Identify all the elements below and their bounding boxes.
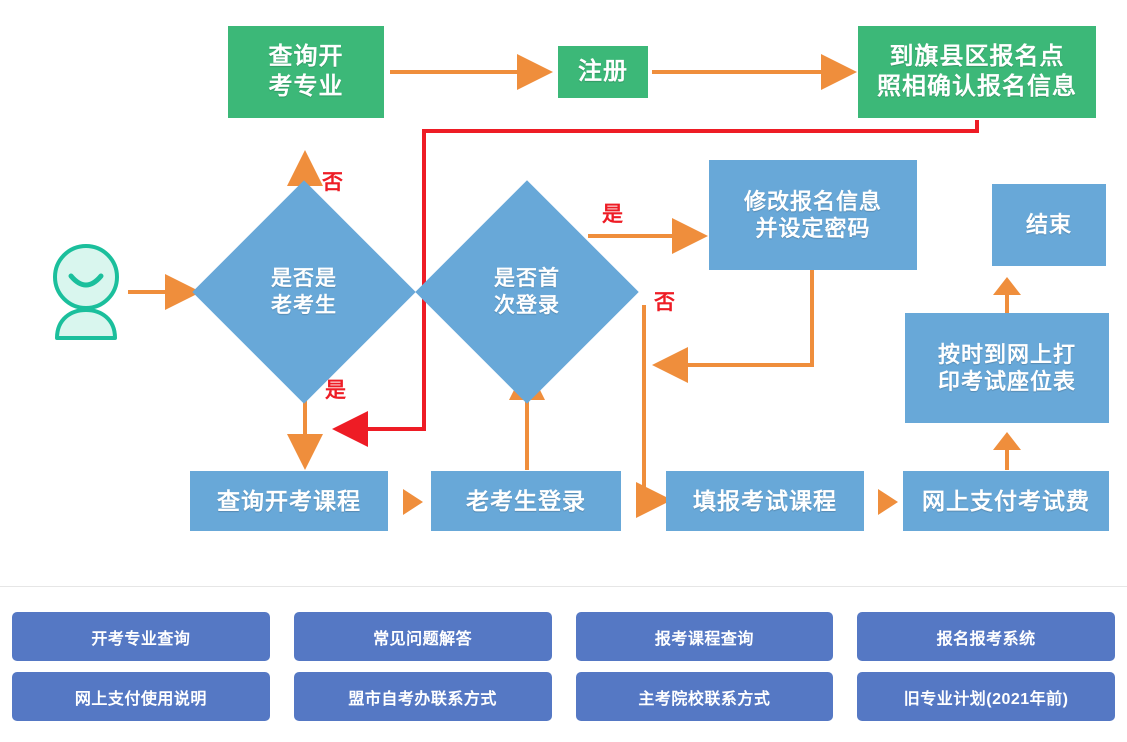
link-label: 主考院校联系方式: [638, 690, 771, 708]
section-divider: [0, 586, 1127, 587]
node-end[interactable]: 结束: [992, 184, 1106, 266]
node-register[interactable]: 注册: [558, 46, 648, 98]
node-fill-course[interactable]: 填报考试课程: [666, 471, 864, 531]
node-edit-info-label: 修改报名信息 并设定密码: [743, 188, 882, 242]
link-button-faq[interactable]: 常见问题解答: [293, 612, 552, 661]
link-label: 报考课程查询: [654, 630, 754, 648]
node-print-seat-label: 按时到网上打 印考试座位表: [937, 341, 1076, 395]
node-edit-info[interactable]: 修改报名信息 并设定密码: [709, 160, 917, 270]
node-old-login-label: 老考生登录: [466, 487, 586, 514]
node-query-major-label: 查询开 考专业: [268, 43, 344, 100]
node-old-login[interactable]: 老考生登录: [431, 471, 621, 531]
edge-confirm-to-query-course-red: [332, 120, 979, 447]
edge-label-first-login-no: 否: [654, 291, 675, 314]
link-label: 报名报考系统: [936, 630, 1036, 648]
link-button-old-major-plan[interactable]: 旧专业计划(2021年前): [857, 672, 1115, 721]
link-button-host-college-contact[interactable]: 主考院校联系方式: [575, 672, 834, 721]
registration-flowchart: 查询开 考专业 注册 到旗县区报名点 照相确认报名信息 是否是 老考生 是否首 …: [53, 26, 1109, 531]
node-query-course-label: 查询开考课程: [217, 487, 361, 514]
edge-label-old-candidate-no: 否: [322, 171, 343, 194]
link-label: 网上支付使用说明: [74, 690, 207, 708]
node-is-old-candidate-label: 是否是 老考生: [271, 266, 337, 317]
node-fill-course-label: 填报考试课程: [693, 487, 837, 514]
triangle-fill-course-to-online-pay: [878, 489, 898, 515]
edge-label-old-candidate-yes: 是: [325, 379, 346, 402]
quick-links-grid: 开考专业查询 常见问题解答 报考课程查询 报名报考系统 网上支付使用说明 盟市自…: [0, 602, 1127, 733]
node-confirm-onsite[interactable]: 到旗县区报名点 照相确认报名信息: [858, 26, 1096, 118]
node-query-course[interactable]: 查询开考课程: [190, 471, 388, 531]
node-confirm-onsite-label: 到旗县区报名点 照相确认报名信息: [877, 43, 1077, 100]
edge-label-first-login-yes: 是: [602, 203, 623, 226]
triangle-query-course-to-old-login: [403, 489, 423, 515]
link-label: 旧专业计划(2021年前): [903, 690, 1069, 708]
link-label: 盟市自考办联系方式: [348, 690, 497, 708]
node-end-label: 结束: [1025, 212, 1072, 238]
link-button-major-query[interactable]: 开考专业查询: [12, 612, 270, 661]
link-button-registration-system[interactable]: 报名报考系统: [857, 612, 1115, 661]
triangle-up-to-print-seat: [993, 432, 1021, 450]
link-label: 开考专业查询: [91, 630, 191, 648]
node-is-first-login-label: 是否首 次登录: [494, 266, 560, 317]
edge-edit-info-return: [652, 270, 814, 383]
link-label: 常见问题解答: [373, 630, 473, 648]
node-print-seat[interactable]: 按时到网上打 印考试座位表: [905, 313, 1109, 423]
link-button-course-query[interactable]: 报考课程查询: [575, 612, 834, 661]
node-is-first-login[interactable]: 是否首 次登录: [415, 180, 639, 404]
edge-first-login-no-down: [636, 305, 672, 518]
node-is-old-candidate[interactable]: 是否是 老考生: [192, 180, 416, 404]
flowchart-connectors: [128, 54, 1021, 518]
node-register-label: 注册: [578, 58, 628, 85]
link-button-online-payment-guide[interactable]: 网上支付使用说明: [12, 672, 270, 721]
node-online-pay-label: 网上支付考试费: [922, 487, 1090, 514]
node-online-pay[interactable]: 网上支付考试费: [903, 471, 1109, 531]
node-query-major[interactable]: 查询开 考专业: [228, 26, 384, 118]
student-avatar-icon: [53, 244, 119, 340]
link-button-city-office-contact[interactable]: 盟市自考办联系方式: [293, 672, 552, 721]
triangle-up-to-end: [993, 277, 1021, 295]
orange-triangle-arrowheads: [403, 277, 1021, 515]
